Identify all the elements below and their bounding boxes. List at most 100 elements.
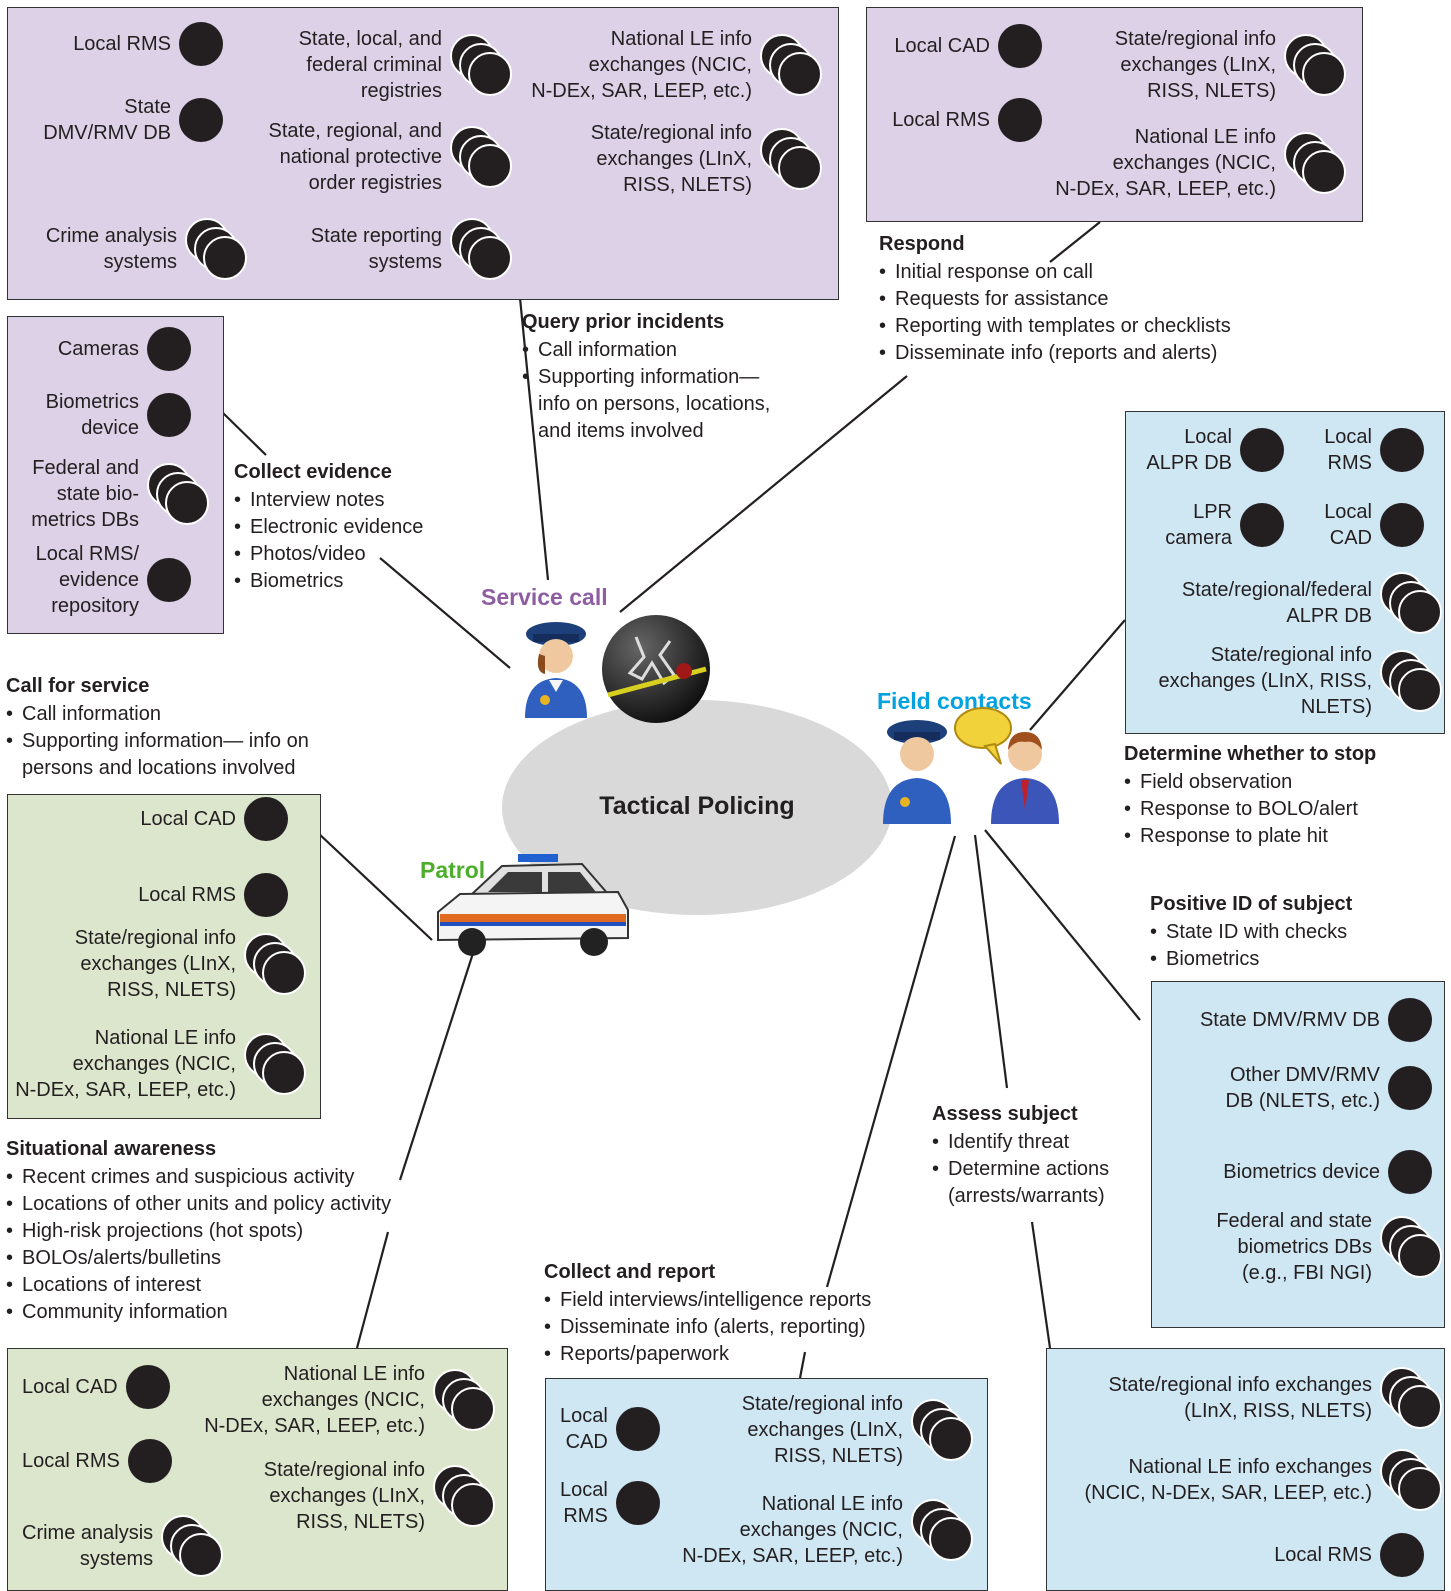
multi-database-icon <box>1380 650 1444 712</box>
call-service-databases-box: Local CAD Local RMS State/regional info … <box>7 794 321 1119</box>
db-criminal-registries: State, local, and federal criminal regis… <box>299 26 514 104</box>
database-icon <box>147 558 191 602</box>
multi-database-icon <box>1380 1216 1444 1278</box>
db-local-cad: Local CAD <box>22 1365 170 1409</box>
positive-id-databases-box: State DMV/RMV DB Other DMV/RMV DB (NLETS… <box>1151 981 1445 1328</box>
respond: Respond Initial response on callRequests… <box>879 230 1231 367</box>
multi-database-icon <box>244 1033 308 1095</box>
multi-database-icon <box>760 128 824 190</box>
stop-databases-box: Local ALPR DB Local RMS LPR camera Local… <box>1125 411 1445 734</box>
link-respond-hub <box>619 375 908 613</box>
collect-report-databases-box: Local CAD Local RMS State/regional info … <box>545 1378 988 1591</box>
database-icon <box>615 1481 660 1525</box>
collect-evidence: Collect evidence Interview notesElectron… <box>234 458 423 595</box>
db-crime-analysis: Crime analysis systems <box>22 1515 225 1577</box>
officer-with-citizen-icon <box>883 707 1059 824</box>
db-lpr-camera: LPR camera <box>1165 499 1284 551</box>
database-icon <box>179 98 223 142</box>
db-state-regional: State/regional info exchanges (LInX, RIS… <box>75 925 308 1003</box>
multi-database-icon <box>450 126 514 188</box>
database-icon <box>1388 1066 1432 1110</box>
db-local-rms: Local RMS <box>138 873 288 917</box>
database-icon <box>127 1439 172 1483</box>
situational-awareness: Situational awareness Recent crimes and … <box>6 1135 391 1326</box>
db-federal-biometrics: Federal and state bio- metrics DBs <box>31 455 211 533</box>
db-national-le: National LE info exchanges (NCIC, N-DEx,… <box>682 1491 975 1569</box>
positive-id-of-subject: Positive ID of subject State ID with che… <box>1150 890 1352 973</box>
multi-database-icon <box>433 1465 497 1527</box>
database-icon <box>244 873 288 917</box>
multi-database-icon <box>1380 1449 1444 1511</box>
db-state-dmv: State DMV/RMV DB <box>43 94 223 146</box>
db-state-regional: State/regional info exchanges (LInX, RIS… <box>1159 642 1444 720</box>
db-national-le: National LE info exchanges (NCIC, N-DEx,… <box>204 1361 497 1439</box>
police-officer-icon <box>525 622 587 718</box>
db-local-rms: Local RMS <box>560 1477 660 1529</box>
db-local-rms: Local RMS <box>1324 424 1424 476</box>
query-prior-incidents: Query prior incidents Call informationSu… <box>522 308 770 445</box>
database-icon <box>244 797 288 841</box>
multi-database-icon <box>911 1399 975 1461</box>
multi-database-icon <box>185 218 249 280</box>
multi-database-icon <box>911 1499 975 1561</box>
link-assess <box>973 834 1009 1089</box>
db-local-rms: Local RMS <box>892 98 1042 142</box>
multi-database-icon <box>433 1369 497 1431</box>
call-for-service: Call for service Call informationSupport… <box>6 672 309 782</box>
evidence-databases-box: Cameras Biometrics device Federal and st… <box>7 316 224 634</box>
db-local-cad: Local CAD <box>560 1403 660 1455</box>
multi-database-icon <box>244 933 308 995</box>
center-label: Tactical Policing <box>599 792 795 820</box>
link-stop <box>1029 619 1126 731</box>
db-state-dmv: State DMV/RMV DB <box>1200 998 1432 1042</box>
db-local-alpr: Local ALPR DB <box>1146 424 1284 476</box>
assess-subject: Assess subject Identify threatDetermine … <box>932 1100 1109 1210</box>
police-car-icon <box>437 854 629 956</box>
database-icon <box>1388 1150 1432 1194</box>
db-state-regional: State/regional info exchanges (LInX, RIS… <box>1115 26 1348 104</box>
database-icon <box>1240 503 1284 547</box>
link-callservice <box>316 831 433 941</box>
db-local-cad: Local CAD <box>1324 499 1424 551</box>
db-national-le: National LE info exchanges (NCIC, N-DEx,… <box>1055 124 1348 202</box>
multi-database-icon <box>760 34 824 96</box>
query-databases-box: Local RMS State DMV/RMV DB Crime analysi… <box>7 7 839 300</box>
db-biometrics-device: Biometrics device <box>1223 1150 1432 1194</box>
database-icon <box>1240 428 1284 472</box>
db-federal-alpr: State/regional/federal ALPR DB <box>1182 572 1444 634</box>
situational-databases-box: Local CAD Local RMS Crime analysis syste… <box>7 1348 508 1591</box>
db-state-reporting: State reporting systems <box>311 218 514 280</box>
link-respond <box>1049 221 1101 263</box>
link-posid <box>984 829 1141 1021</box>
db-local-rms: Local RMS <box>1274 1533 1424 1577</box>
db-protective-order: State, regional, and national protective… <box>269 118 514 196</box>
multi-database-icon <box>450 34 514 96</box>
multi-database-icon <box>147 463 211 525</box>
link-collect-report <box>825 835 957 1288</box>
determine-whether-to-stop: Determine whether to stop Field observat… <box>1124 740 1376 850</box>
database-icon <box>615 1407 660 1451</box>
link-situational <box>398 946 477 1181</box>
link-assess-box <box>1030 1221 1052 1349</box>
database-icon <box>998 24 1042 68</box>
database-icon <box>147 327 191 371</box>
db-local-cad: Local CAD <box>894 24 1042 68</box>
db-state-regional: State/regional info exchanges (LInX, RIS… <box>1108 1367 1444 1429</box>
multi-database-icon <box>1380 1367 1444 1429</box>
db-federal-biometrics: Federal and state biometrics DBs (e.g., … <box>1216 1208 1444 1286</box>
db-cameras: Cameras <box>58 327 191 371</box>
crime-scene-icon <box>602 615 710 723</box>
db-national-le: National LE info exchanges (NCIC, N-DEx,… <box>1085 1449 1444 1511</box>
multi-database-icon <box>161 1515 225 1577</box>
db-local-cad: Local CAD <box>140 797 288 841</box>
db-local-rms: Local RMS <box>22 1439 172 1483</box>
database-icon <box>1380 428 1424 472</box>
database-icon <box>147 393 191 437</box>
hub-field-contacts: Field contacts <box>877 688 1032 714</box>
hub-patrol: Patrol <box>420 857 486 883</box>
db-local-rms: Local RMS <box>73 22 223 66</box>
db-national-le: National LE info exchanges (NCIC, N-DEx,… <box>531 26 824 104</box>
db-state-regional: State/regional info exchanges (LInX, RIS… <box>264 1457 497 1535</box>
database-icon <box>1380 1533 1424 1577</box>
assess-databases-box: State/regional info exchanges (LInX, RIS… <box>1046 1348 1445 1591</box>
